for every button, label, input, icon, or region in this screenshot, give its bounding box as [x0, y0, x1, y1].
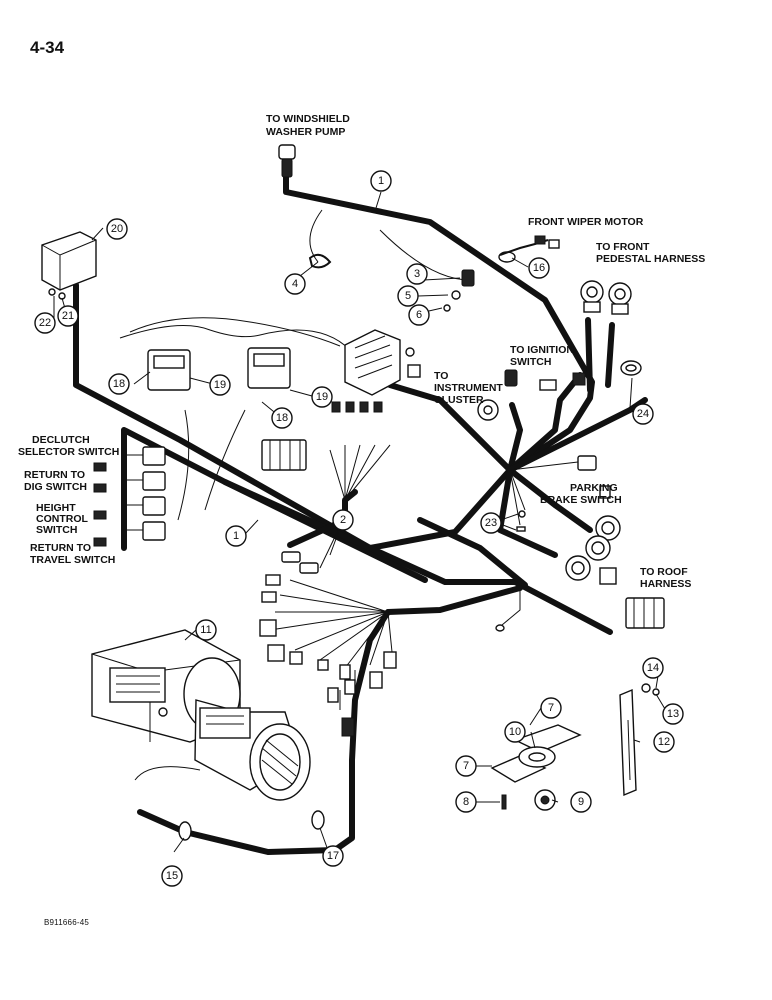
thin-leads: [119, 209, 579, 781]
callout-22: 22: [34, 312, 56, 334]
label-parking-brake-switch: PARKING BRAKE SWITCH: [540, 482, 622, 506]
svg-text:3: 3: [414, 268, 420, 280]
grommet-24: [620, 360, 642, 376]
svg-text:9: 9: [578, 796, 584, 808]
fuse-block: [344, 329, 421, 396]
callout-1b: 1: [225, 525, 247, 547]
svg-text:16: 16: [533, 262, 545, 274]
callout-11: 11: [195, 619, 217, 641]
label-height-control-switch: HEIGHT CONTROL SWITCH: [36, 502, 91, 536]
document-code: B911666-45: [44, 918, 89, 927]
label-instrument-cluster: TO INSTRUMENT CLUSTER: [434, 370, 506, 406]
label-ignition-switch: TO IGNITION SWITCH: [510, 344, 577, 368]
callout-17: 17: [322, 845, 344, 867]
callout-20: 20: [106, 218, 128, 240]
relay-20: [41, 231, 97, 300]
callout-8: 8: [455, 791, 477, 813]
callout-21: 21: [57, 305, 79, 327]
label-return-to-travel-switch: RETURN TO TRAVEL SWITCH: [30, 542, 115, 566]
blower-grommets: [178, 810, 325, 841]
svg-text:7: 7: [463, 760, 469, 772]
svg-text:18: 18: [276, 412, 288, 424]
wiper-motor-connector: [498, 235, 560, 263]
svg-text:4: 4: [292, 278, 298, 290]
relays: [147, 347, 291, 391]
callout-13: 13: [662, 703, 684, 725]
callout-3: 3: [406, 263, 428, 285]
label-roof-harness: TO ROOF HARNESS: [640, 566, 691, 590]
callout-15: 15: [161, 865, 183, 887]
svg-text:7: 7: [548, 702, 554, 714]
callout-6: 6: [408, 304, 430, 326]
callout-4: 4: [284, 273, 306, 295]
roof-harness-connector: [625, 597, 665, 629]
bracket-hardware: [443, 269, 475, 312]
svg-text:5: 5: [405, 290, 411, 302]
callout-5: 5: [397, 285, 419, 307]
callout-23: 23: [480, 512, 502, 534]
callout-16: 16: [528, 257, 550, 279]
instrument-connector: [477, 399, 499, 421]
item-23-parts: [516, 510, 526, 532]
leader-lines: [53, 191, 669, 857]
callout-10: 10: [504, 721, 526, 743]
blower-motor: [91, 629, 311, 801]
harness-clip: [308, 253, 332, 269]
switch-connector-block: [261, 401, 383, 471]
svg-text:11: 11: [200, 624, 211, 636]
svg-text:12: 12: [658, 736, 670, 748]
callout-7b: 7: [455, 755, 477, 777]
callout-2: 2: [332, 509, 354, 531]
svg-text:14: 14: [647, 662, 659, 674]
svg-text:10: 10: [509, 726, 521, 738]
callout-14: 14: [642, 657, 664, 679]
page-number: 4-34: [30, 38, 65, 57]
label-front-wiper-motor: FRONT WIPER MOTOR: [528, 216, 644, 228]
front-pedestal-connectors: [580, 280, 632, 315]
svg-text:1: 1: [233, 530, 239, 542]
svg-text:20: 20: [111, 223, 123, 235]
svg-text:6: 6: [416, 309, 422, 321]
svg-text:2: 2: [340, 514, 346, 526]
callout-24: 24: [632, 403, 654, 425]
svg-text:22: 22: [39, 317, 51, 329]
svg-text:24: 24: [637, 408, 649, 420]
switch-plugs: [93, 446, 166, 547]
callout-1a: 1: [370, 170, 392, 192]
round-connectors: [565, 515, 621, 585]
ignition-connectors: [504, 369, 586, 391]
callout-19a: 19: [209, 374, 231, 396]
callout-18a: 18: [108, 373, 130, 395]
pigtail-plugs: [259, 551, 397, 737]
label-windshield-washer: TO WINDSHIELD WASHER PUMP: [266, 113, 353, 138]
motor-mount-parts: [490, 724, 582, 811]
svg-text:21: 21: [62, 310, 74, 322]
svg-text:18: 18: [113, 378, 125, 390]
label-return-to-dig-switch: RETURN TO DIG SWITCH: [24, 469, 88, 493]
label-front-pedestal-harness: TO FRONT PEDESTAL HARNESS: [596, 241, 705, 265]
svg-text:1: 1: [378, 175, 384, 187]
label-declutch-selector-switch: DECLUTCH SELECTOR SWITCH: [18, 434, 119, 458]
svg-text:19: 19: [214, 379, 226, 391]
parking-brake-connector: [577, 455, 611, 499]
callout-18b: 18: [271, 407, 293, 429]
svg-text:19: 19: [316, 391, 328, 403]
svg-text:15: 15: [166, 870, 178, 882]
callout-9: 9: [570, 791, 592, 813]
callout-12: 12: [653, 731, 675, 753]
svg-text:13: 13: [667, 708, 679, 720]
callout-19b: 19: [311, 386, 333, 408]
callout-7a: 7: [540, 697, 562, 719]
loose-lead: [495, 624, 505, 632]
svg-text:8: 8: [463, 796, 469, 808]
mounting-strap: [619, 683, 660, 797]
svg-text:23: 23: [485, 517, 497, 529]
svg-text:17: 17: [327, 850, 339, 862]
windshield-washer-connector: [278, 144, 296, 178]
